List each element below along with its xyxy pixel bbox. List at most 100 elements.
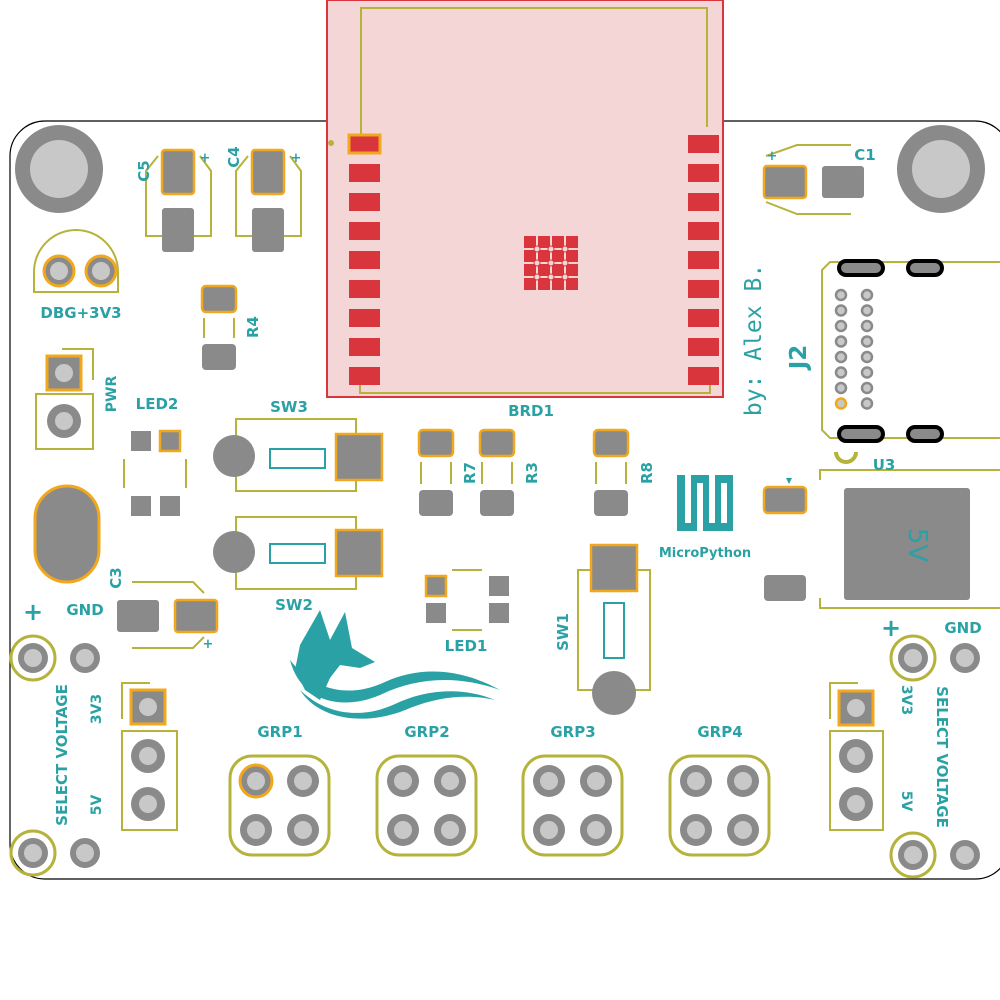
j2-pin <box>834 397 848 410</box>
brd1-via <box>561 273 569 281</box>
led2 <box>123 429 187 516</box>
gnd-right-label: GND <box>944 619 981 637</box>
mounting-hole-left-inner <box>30 140 88 198</box>
brd1-via <box>533 259 541 267</box>
brd1-pad-left <box>349 280 380 298</box>
brd1-thermal-pad <box>538 278 550 290</box>
brd1-pad-right <box>688 309 719 327</box>
j2-pin <box>860 288 874 302</box>
left-voltage-header <box>121 682 178 831</box>
j2-pin <box>834 366 848 379</box>
j2-pin <box>834 335 848 348</box>
pwr-header <box>35 348 94 450</box>
micropython-logo-text: MicroPython <box>659 546 751 561</box>
brd1-pad-right <box>688 135 719 153</box>
brd1-pad-right <box>688 222 719 240</box>
pwr-label: PWR <box>104 376 120 413</box>
brd1-pad-right <box>688 251 719 269</box>
brd1-pad-right <box>688 338 719 356</box>
brd1-pad-right <box>688 367 719 385</box>
c3-capacitor <box>117 581 219 649</box>
u3-label: U3 <box>873 456 896 474</box>
c4-capacitor <box>235 148 302 252</box>
brd1-via <box>533 245 541 253</box>
sw2-label: SW2 <box>275 596 313 614</box>
brd1-via <box>547 273 555 281</box>
grp2-label: GRP2 <box>404 723 449 741</box>
brd1-pad-left <box>349 309 380 327</box>
j2-pin <box>860 319 874 333</box>
mounting-hole-right-inner <box>912 140 970 198</box>
j2-pin <box>860 335 874 348</box>
brd1-via <box>533 273 541 281</box>
grp1-label: GRP1 <box>257 723 302 741</box>
grp4-label: GRP4 <box>697 723 742 741</box>
select-voltage-left-label: SELECT VOLTAGE <box>53 684 71 826</box>
sw1-label: SW1 <box>554 613 572 651</box>
brd1-thermal-pad <box>552 236 564 248</box>
brd1-pad-left <box>349 222 380 240</box>
sw1-switch <box>577 543 651 715</box>
brd1-via <box>561 245 569 253</box>
j2-label: J2 <box>786 345 812 372</box>
brd1-via <box>561 259 569 267</box>
brd1-thermal-pad <box>566 250 578 262</box>
gnd-left-label: GND <box>66 601 103 619</box>
brd1-pad-left <box>349 338 380 356</box>
j2-pin <box>860 350 874 364</box>
brd1-pad-left <box>349 251 380 269</box>
brd1-thermal-pad <box>552 250 564 262</box>
brd1-thermal-pad <box>566 278 578 290</box>
brd1-thermal-pad <box>524 278 536 290</box>
j2-pin <box>860 397 874 410</box>
right-power-terminals <box>889 634 980 879</box>
brd1-thermal-pad <box>524 250 536 262</box>
j2-pin <box>860 304 874 317</box>
select-voltage-right-label: SELECT VOLTAGE <box>933 686 951 828</box>
c1-capacitor <box>762 144 864 215</box>
brd1-pad-left <box>347 133 382 155</box>
pin-group-1 <box>228 754 331 857</box>
brd1-thermal-pad <box>552 264 564 276</box>
brd1-pad-right <box>688 280 719 298</box>
brd1-pad-left <box>349 367 380 385</box>
sw3-label: SW3 <box>270 398 308 416</box>
brd1-pad-left <box>349 193 380 211</box>
led2-label: LED2 <box>136 395 179 413</box>
brd1-thermal-pad <box>538 236 550 248</box>
plus-left-label: + <box>23 598 43 626</box>
u3-regulator <box>762 469 1000 609</box>
led1-label: LED1 <box>445 637 488 655</box>
dbg-header <box>33 229 119 293</box>
r8-label: R8 <box>638 462 656 484</box>
r7-label: R7 <box>461 462 479 484</box>
c5-capacitor <box>145 148 212 252</box>
c1-label: C1 <box>854 146 875 164</box>
c5-plus: + <box>200 151 211 166</box>
brd1-label: BRD1 <box>508 402 554 420</box>
j2-pin <box>834 350 848 364</box>
oval-pad <box>33 484 101 584</box>
j2-usb-connector <box>821 259 1000 464</box>
brd1-thermal-pad <box>524 236 536 248</box>
pin-group-3 <box>521 754 624 857</box>
r3-label: R3 <box>523 462 541 484</box>
led1 <box>424 569 509 631</box>
brd1-module <box>326 0 724 398</box>
c4-label: C4 <box>225 146 243 167</box>
brd1-pad-left <box>349 164 380 182</box>
brd1-pad-right <box>688 193 719 211</box>
brd1-pad-right <box>688 164 719 182</box>
micropython-logo <box>677 475 733 531</box>
brd1-thermal-pad <box>538 250 550 262</box>
u3-value-label: 5V <box>902 528 932 563</box>
author-text: by: Alex B. <box>741 264 767 416</box>
pin-group-2 <box>375 754 478 857</box>
r7-resistor <box>417 428 455 516</box>
sw2-switch <box>213 516 384 590</box>
fox-logo <box>290 610 500 719</box>
r8-resistor <box>592 428 630 516</box>
v33-right-label: 3V3 <box>898 685 914 715</box>
brd1-via <box>547 245 555 253</box>
